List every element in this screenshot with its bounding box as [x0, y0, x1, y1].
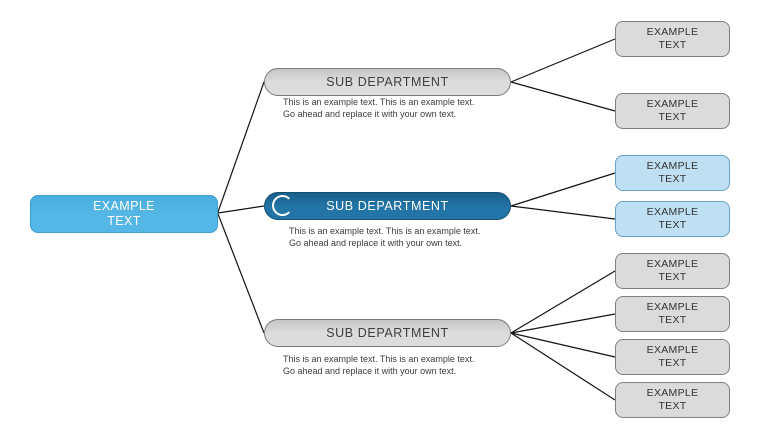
- crescent-highlight-icon: [272, 195, 293, 216]
- connector-sub1-leaf1: [510, 38, 616, 83]
- sub-department-node-3[interactable]: SUB DEPARTMENT: [264, 319, 511, 347]
- leaf-node-2[interactable]: EXAMPLE TEXT: [615, 93, 730, 129]
- sub-department-description-3: This is an example text. This is an exam…: [283, 354, 475, 376]
- connector-root-sub1: [217, 81, 265, 213]
- connector-sub3-leaf8: [510, 332, 616, 401]
- connector-sub2-leaf3: [510, 172, 616, 207]
- leaf-node-1[interactable]: EXAMPLE TEXT: [615, 21, 730, 57]
- leaf-node-label: EXAMPLE TEXT: [646, 258, 699, 283]
- leaf-node-label: EXAMPLE TEXT: [646, 98, 699, 123]
- leaf-node-5[interactable]: EXAMPLE TEXT: [615, 253, 730, 289]
- connector-root-sub3: [217, 213, 265, 334]
- leaf-node-4[interactable]: EXAMPLE TEXT: [615, 201, 730, 237]
- sub-department-label: SUB DEPARTMENT: [326, 199, 449, 213]
- connector-sub3-leaf7: [510, 332, 616, 358]
- leaf-node-3[interactable]: EXAMPLE TEXT: [615, 155, 730, 191]
- sub-department-node-2[interactable]: SUB DEPARTMENT: [264, 192, 511, 220]
- root-node-label: EXAMPLE TEXT: [93, 199, 155, 228]
- connector-sub2-leaf4: [510, 205, 616, 220]
- connector-sub1-leaf2: [510, 81, 616, 112]
- leaf-node-label: EXAMPLE TEXT: [646, 26, 699, 51]
- sub-department-label: SUB DEPARTMENT: [326, 75, 449, 89]
- leaf-node-label: EXAMPLE TEXT: [646, 344, 699, 369]
- connector-sub3-leaf5: [510, 270, 616, 334]
- sub-department-node-1[interactable]: SUB DEPARTMENT: [264, 68, 511, 96]
- leaf-node-label: EXAMPLE TEXT: [646, 301, 699, 326]
- connector-root-sub2: [217, 205, 265, 214]
- leaf-node-label: EXAMPLE TEXT: [646, 387, 699, 412]
- leaf-node-6[interactable]: EXAMPLE TEXT: [615, 296, 730, 332]
- sub-department-description-1: This is an example text. This is an exam…: [283, 97, 475, 119]
- sub-department-label: SUB DEPARTMENT: [326, 326, 449, 340]
- leaf-node-label: EXAMPLE TEXT: [646, 160, 699, 185]
- leaf-node-label: EXAMPLE TEXT: [646, 206, 699, 231]
- connector-sub3-leaf6: [510, 313, 616, 334]
- leaf-node-8[interactable]: EXAMPLE TEXT: [615, 382, 730, 418]
- leaf-node-7[interactable]: EXAMPLE TEXT: [615, 339, 730, 375]
- root-node[interactable]: EXAMPLE TEXT: [30, 195, 218, 233]
- sub-department-description-2: This is an example text. This is an exam…: [289, 226, 481, 248]
